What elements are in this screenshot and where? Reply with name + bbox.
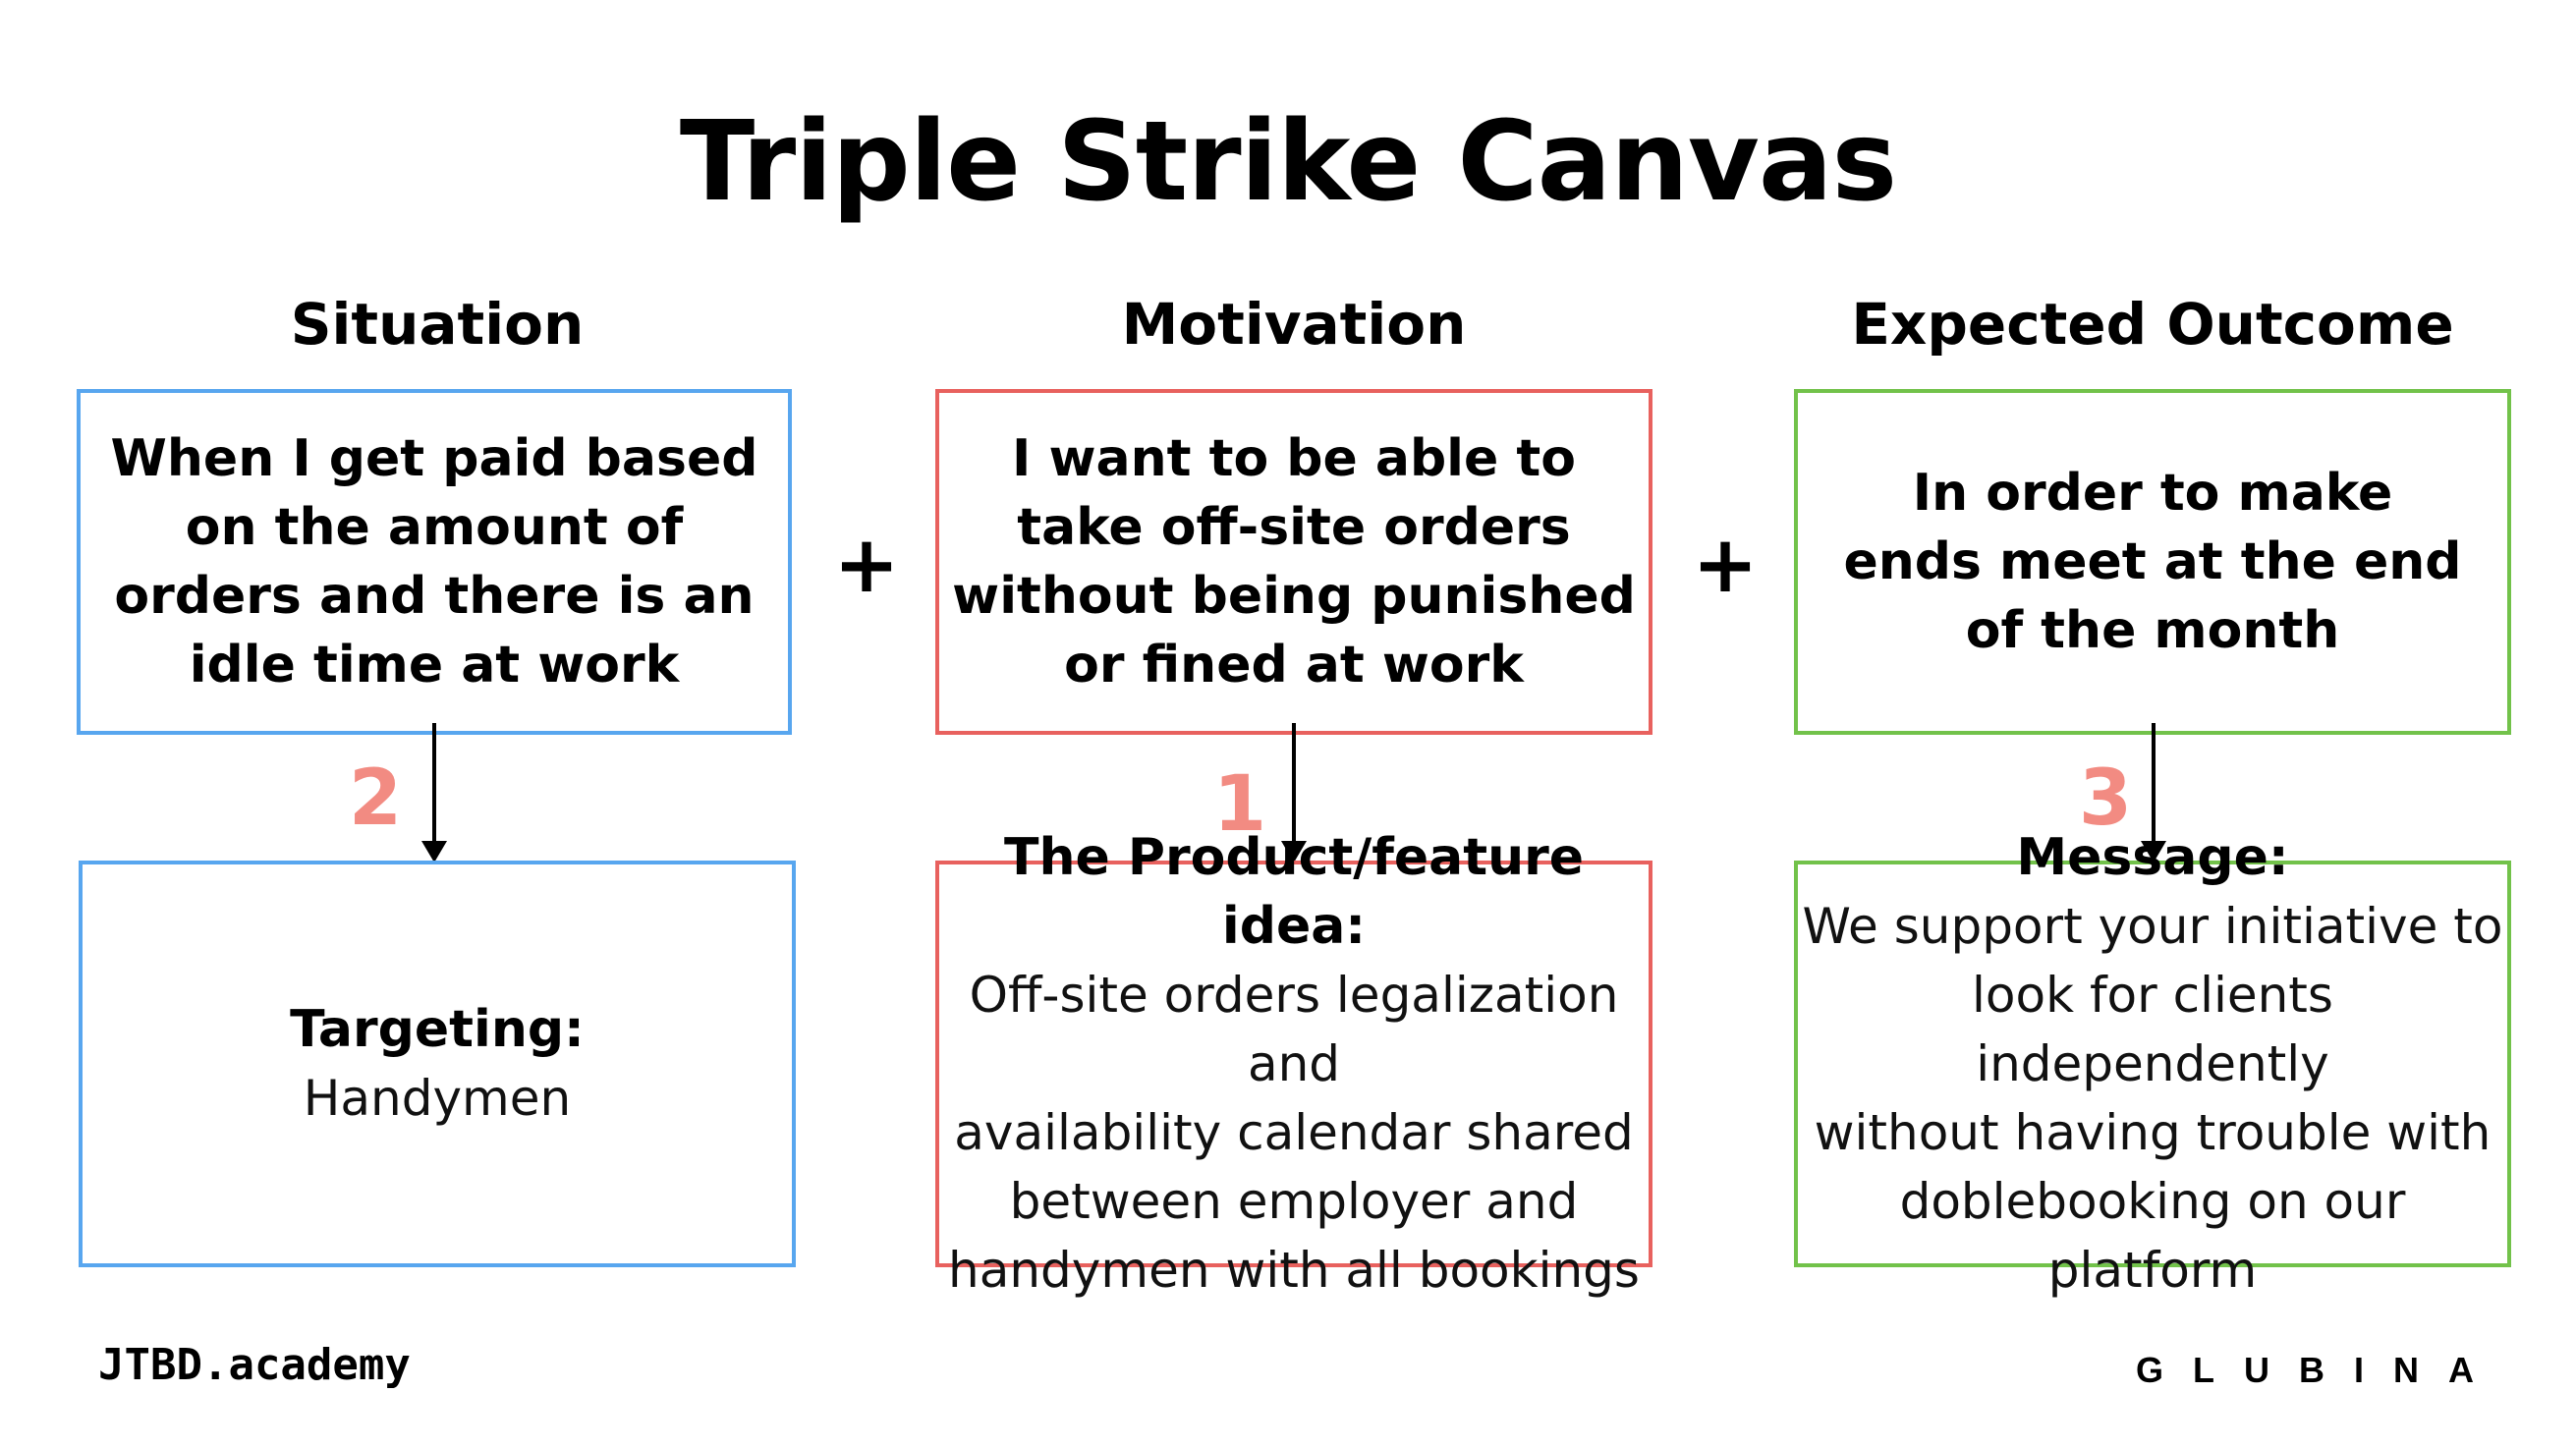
motivation-line: without being punished [952,567,1636,626]
page-title: Triple Strike Canvas [679,98,1897,226]
outcome-line: In order to make [1912,464,2393,523]
footer-brand-left: JTBD.academy [98,1340,411,1390]
product-idea-label: The Product/feature idea: [1003,828,1585,956]
expected-outcome-heading: Expected Outcome [1851,291,2454,358]
motivation-box: I want to be able to take off-site order… [935,389,1652,735]
message-box: Message: We support your initiative to l… [1794,828,2511,1299]
outcome-line: ends meet at the end [1843,532,2462,591]
situation-line: idle time at work [189,636,680,695]
targeting-value: Handymen [303,1070,572,1127]
message-line: doblebooking on our platform [1899,1173,2406,1299]
product-idea-line: Off-site orders legalization and [969,967,1619,1092]
message-label: Message: [2016,828,2289,887]
step-number: 1 [1212,760,1267,849]
situation-box: When I get paid based on the amount of o… [77,389,792,735]
product-idea-box: The Product/feature idea: Off-site order… [935,828,1652,1299]
targeting-box: Targeting: Handymen [79,861,796,1267]
situation-line: on the amount of [185,498,684,557]
motivation-heading: Motivation [1121,291,1467,358]
expected-outcome-box: In order to make ends meet at the end of… [1794,389,2511,735]
down-arrow-icon [420,723,449,863]
footer-brand-right: GLUBINA [2136,1350,2503,1390]
product-idea-line: between employer and [1009,1173,1579,1230]
step-number: 2 [348,754,403,843]
message-line: look for clients independently [1972,967,2333,1092]
plus-operator: + [833,519,900,610]
plus-operator: + [1692,519,1759,610]
product-idea-line: availability calendar shared [954,1104,1634,1161]
targeting-label: Targeting: [290,1000,585,1059]
situation-line: When I get paid based [110,429,758,488]
motivation-line: I want to be able to [1012,429,1576,488]
step-number: 3 [2078,754,2133,843]
message-line: We support your initiative to [1802,898,2503,955]
motivation-line: take off-site orders [1017,498,1571,557]
situation-line: orders and there is an [114,567,755,626]
situation-heading: Situation [290,291,585,358]
product-idea-line: handymen with all bookings [948,1242,1640,1299]
down-arrow-icon [2139,723,2168,863]
message-line: without having trouble with [1814,1104,2492,1161]
down-arrow-icon [1279,723,1309,863]
motivation-line: or fined at work [1064,636,1524,695]
outcome-line: of the month [1965,601,2340,660]
